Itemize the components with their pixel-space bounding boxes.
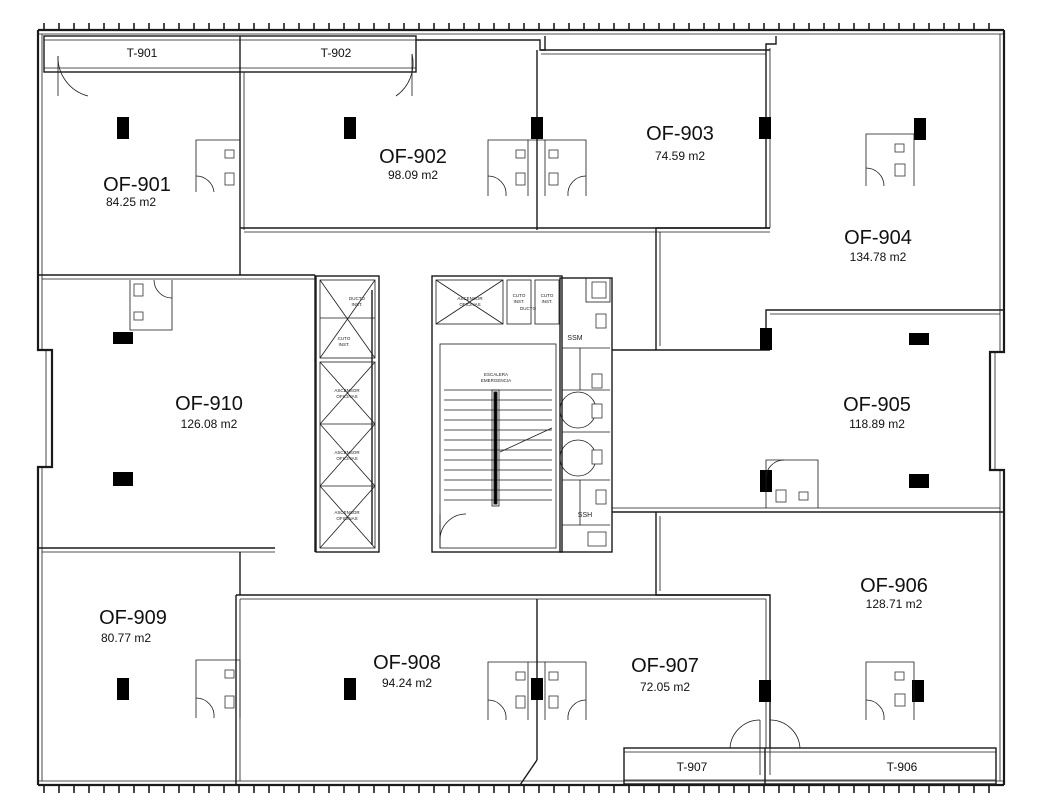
service-core [559, 277, 613, 553]
core-labels: ASCENSOR OFICINAS CUTO INST. DUCTO CUTO … [334, 293, 592, 521]
terrace-labels: T-901 T-902 T-907 T-906 [127, 46, 918, 774]
structural-columns [113, 117, 929, 702]
office-walls [38, 36, 1004, 786]
ssh-label: SSH [578, 512, 592, 519]
office-area-of907: 72.05 m2 [640, 680, 690, 694]
lift-label-3-sub: OFICINAS [336, 516, 357, 521]
terrace-label-t902: T-902 [321, 46, 352, 60]
shaft-label-2: CUTO [338, 336, 351, 341]
facade-ticks [43, 23, 990, 793]
office-name-of906: OF-906 [860, 575, 928, 597]
office-area-of902: 98.09 m2 [388, 168, 438, 182]
office-area-of901: 84.25 m2 [106, 195, 156, 209]
duct-label-3-sub: INST. [541, 299, 552, 304]
stair-label-sub: EMERGENCIA [481, 378, 511, 383]
shaft-label-1: DUCTO [349, 296, 365, 301]
office-name-of901: OF-901 [103, 174, 171, 196]
office-area-of910: 126.08 m2 [181, 417, 238, 431]
lift-label-3: ASCENSOR [334, 510, 360, 515]
duct-label-1: CUTO [513, 293, 526, 298]
office-area-of906: 128.71 m2 [866, 597, 923, 611]
shaft-label-2-sub: INST. [338, 342, 349, 347]
lift-label-2: ASCENSOR [334, 450, 360, 455]
office-area-of903: 74.59 m2 [655, 149, 705, 163]
exterior-walls [36, 28, 1006, 787]
ssm-label: SSM [567, 335, 582, 342]
terrace-strips [43, 35, 997, 785]
elevator-shafts [315, 275, 380, 553]
office-name-of908: OF-908 [373, 652, 441, 674]
emergency-stair [431, 275, 563, 553]
office-labels: OF-901 84.25 m2 OF-902 98.09 m2 OF-903 7… [99, 123, 928, 694]
lift-label-1: ASCENSOR [334, 388, 360, 393]
elevator-label: ASCENSOR [457, 296, 483, 301]
stair-label: ESCALERA [484, 372, 508, 377]
office-name-of905: OF-905 [843, 394, 911, 416]
office-name-of904: OF-904 [844, 227, 912, 249]
duct-label-2: DUCTO [520, 306, 536, 311]
office-area-of908: 94.24 m2 [382, 676, 432, 690]
duct-label-1-sub: INST. [513, 299, 524, 304]
terrace-label-t907: T-907 [677, 760, 708, 774]
office-area-of904: 134.78 m2 [850, 250, 907, 264]
terrace-label-t901: T-901 [127, 46, 158, 60]
office-name-of903: OF-903 [646, 123, 714, 145]
terrace-label-t906: T-906 [887, 760, 918, 774]
office-area-of909: 80.77 m2 [101, 631, 151, 645]
duct-label-3: CUTO [541, 293, 554, 298]
office-name-of910: OF-910 [175, 393, 243, 415]
lift-label-2-sub: OFICINAS [336, 456, 357, 461]
office-area-of905: 118.89 m2 [849, 417, 905, 431]
lift-label-1-sub: OFICINAS [336, 394, 357, 399]
office-name-of909: OF-909 [99, 607, 167, 629]
restroom-fixtures [129, 133, 915, 721]
office-name-of907: OF-907 [631, 655, 699, 677]
shaft-label-1-sub: INST. [351, 302, 362, 307]
elevator-label-sub: OFICINAS [459, 302, 480, 307]
office-name-of902: OF-902 [379, 146, 447, 168]
